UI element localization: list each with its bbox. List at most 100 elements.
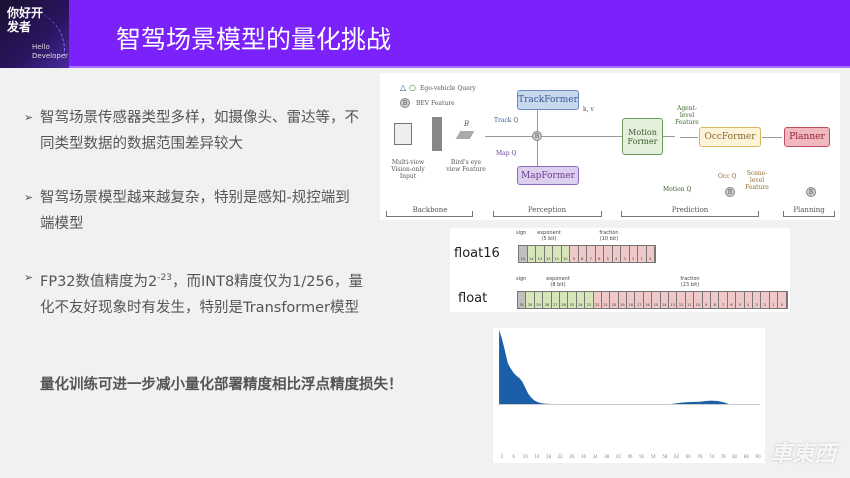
- bit-cell: 15: [652, 292, 661, 308]
- exponent: -23: [157, 273, 172, 283]
- mapformer-box: MapFormer: [517, 166, 579, 185]
- x-tick-label: 10: [523, 454, 529, 459]
- x-tick-label: 58: [662, 454, 668, 459]
- logo-en: Hello Developer: [32, 43, 69, 60]
- agent-feature-label: Agent-level Feature: [675, 105, 699, 126]
- bullet-text: 智驾场景传感器类型多样，如摄像头、雷达等，不同类型数据的数据范围差异较大: [40, 110, 359, 152]
- frac-bits: (23 bit): [680, 282, 700, 288]
- x-tick-label: 90: [756, 454, 762, 459]
- bev-circle-icon: B: [532, 131, 542, 141]
- bev-symbol: B: [464, 120, 470, 128]
- bit-cell: 6: [727, 292, 737, 308]
- connector: [680, 137, 698, 138]
- occformer-box: OccFormer: [699, 127, 761, 147]
- bullet-text-pre: FP32数值精度为2: [40, 273, 158, 290]
- b-label: B: [402, 99, 408, 107]
- bit-cell: 1: [638, 246, 647, 262]
- bev-circle-icon: B: [806, 187, 816, 197]
- stage-prediction: Prediction: [668, 206, 712, 214]
- logo: 你好开发者 Hello Developer: [0, 0, 69, 68]
- bit-cell: 21: [601, 292, 611, 308]
- float-exponent-label: exponent(8 bit): [543, 276, 573, 288]
- x-tick-label: 78: [721, 454, 727, 459]
- slide-header: 你好开发者 Hello Developer 智驾场景模型的量化挑战: [0, 0, 850, 68]
- b-label: B: [727, 188, 733, 196]
- kv-label: k, v: [583, 106, 594, 113]
- bit-cell: 8: [578, 246, 587, 262]
- connector: [485, 136, 675, 137]
- bev-circle-icon: B: [725, 187, 735, 197]
- frac-text: fraction: [599, 230, 619, 236]
- float16-exponent-label: exponent(5 bit): [534, 230, 564, 242]
- uniad-diagram: △ ○ Ego-vehicle Query B BEV Feature B Mu…: [380, 73, 840, 220]
- x-tick-label: 6: [512, 454, 515, 459]
- bit-cell: 11: [685, 292, 695, 308]
- bit-cell: 15: [519, 246, 528, 262]
- float-label: float: [458, 291, 488, 306]
- b-label: B: [808, 188, 814, 196]
- backbone-icon: [432, 117, 442, 151]
- x-tick-label: 38: [604, 454, 610, 459]
- scene-feature-label: Scene-level Feature: [745, 170, 769, 191]
- bit-cell: 12: [677, 292, 686, 308]
- x-tick-label: 70: [697, 454, 703, 459]
- frac-bits: (10 bit): [599, 236, 619, 242]
- bit-cell: 1: [769, 292, 779, 308]
- bit-cell: 2: [629, 246, 638, 262]
- float-fraction-label: fraction(23 bit): [675, 276, 705, 288]
- bullet-text: FP32数值精度为2-23，而INT8精度仅为1/256，量化不友好现象时有发生…: [40, 265, 364, 321]
- stage-backbone: Backbone: [409, 206, 451, 214]
- float16-sign-label: sign: [516, 230, 527, 236]
- float16-label: float16: [454, 246, 500, 261]
- x-tick-label: 82: [732, 454, 738, 459]
- stage-planning: Planning: [790, 206, 828, 214]
- bit-cell: 3: [621, 246, 630, 262]
- exp-text: exponent: [546, 276, 570, 282]
- x-tick-label: 18: [546, 454, 552, 459]
- map-q-label: Map Q: [496, 150, 517, 157]
- arrow-bullet-icon: ➢: [24, 271, 34, 284]
- logo-cn: 你好开发者: [7, 6, 44, 34]
- bit-cell: 0: [778, 292, 787, 308]
- connector: [762, 137, 782, 138]
- stage-bracket: [493, 211, 602, 217]
- x-tick-label: 2: [501, 454, 504, 459]
- stage-bracket: [386, 211, 473, 217]
- bullet-item: ➢ 智驾场景模型越来越复杂，特别是感知-规控端到端模型: [24, 185, 364, 237]
- x-tick-label: 22: [558, 454, 564, 459]
- bit-cell: 13: [669, 292, 678, 308]
- x-tick-label: 86: [744, 454, 750, 459]
- bit-cell: 24: [576, 292, 586, 308]
- bit-cell: 8: [710, 292, 720, 308]
- bit-cell: 12: [544, 246, 553, 262]
- bit-cell: 19: [618, 292, 628, 308]
- triangle-icon: △: [400, 83, 407, 92]
- camera-images-icon: [394, 123, 412, 145]
- bit-cell: 28: [543, 292, 552, 308]
- bit-cell: 5: [736, 292, 745, 308]
- bullet-item: ➢ 智驾场景传感器类型多样，如摄像头、雷达等，不同类型数据的数据范围差异较大: [24, 105, 364, 157]
- legend-query: Ego-vehicle Query: [420, 85, 476, 92]
- track-q-label: Track Q: [494, 117, 519, 124]
- bit-cell: 14: [527, 246, 536, 262]
- exp-bits: (5 bit): [541, 236, 557, 242]
- trackformer-box: TrackFormer: [517, 90, 579, 110]
- bit-cell: 29: [534, 292, 544, 308]
- bit-cell: 20: [610, 292, 619, 308]
- stage-perception: Perception: [524, 206, 570, 214]
- bit-cell: 5: [604, 246, 613, 262]
- bev-plane-icon: [455, 131, 475, 139]
- bullet-item: ➢ FP32数值精度为2-23，而INT8精度仅为1/256，量化不友好现象时有…: [24, 265, 364, 321]
- bit-cell: 17: [635, 292, 644, 308]
- planner-box: Planner: [784, 127, 830, 147]
- bit-cell: 9: [702, 292, 711, 308]
- bit-cell: 16: [643, 292, 653, 308]
- legend-bev: BEV Feature: [416, 100, 455, 107]
- stage-bracket: [621, 211, 759, 217]
- bev-label: Bird's eye view Feature: [446, 159, 486, 173]
- x-tick-label: 74: [709, 454, 715, 459]
- occ-q-label: Occ Q: [718, 173, 737, 180]
- x-tick-label: 42: [616, 454, 622, 459]
